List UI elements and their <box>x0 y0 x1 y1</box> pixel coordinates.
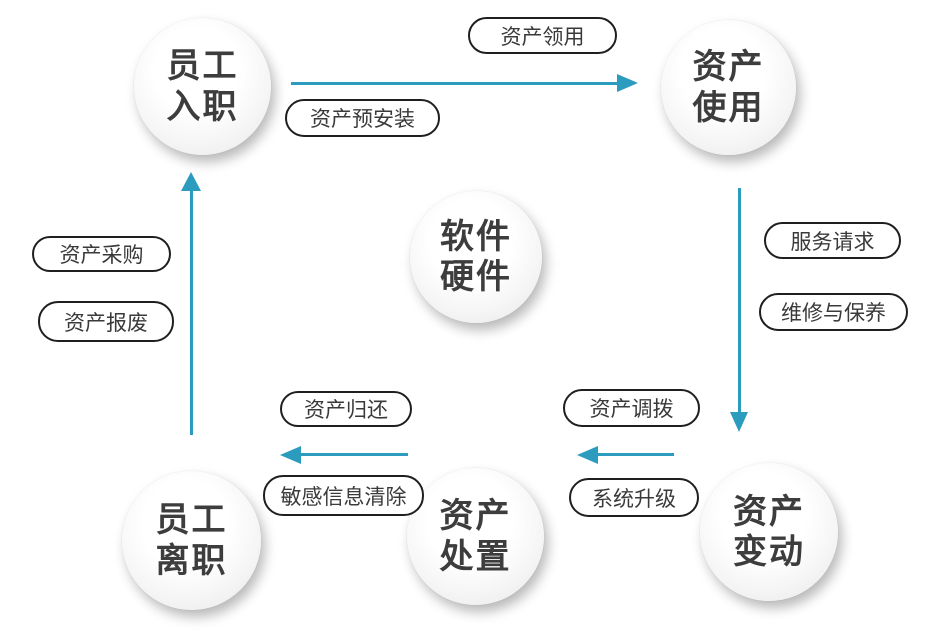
label-system-upgrade: 系统升级 <box>569 478 699 517</box>
node-asset-disposal: 资产 处置 <box>407 468 544 605</box>
arrow-line <box>291 82 618 85</box>
label-asset-collection: 资产领用 <box>468 17 617 54</box>
node-asset-change: 资产 变动 <box>700 463 838 601</box>
label-repair-maintenance: 维修与保养 <box>759 293 908 331</box>
node-label: 资产 <box>439 497 512 536</box>
label-sensitive-info-wipe: 敏感信息清除 <box>263 475 424 516</box>
arrow-head-down-icon <box>730 412 748 432</box>
arrow-line <box>597 453 674 456</box>
arrow-line <box>300 453 408 456</box>
node-label: 离职 <box>155 541 228 580</box>
node-label: 员工 <box>166 47 239 86</box>
label-asset-procurement: 资产采购 <box>32 236 171 272</box>
node-label: 资产 <box>692 48 765 87</box>
label-asset-return: 资产归还 <box>280 391 412 427</box>
arrow-head-up-icon <box>181 172 201 191</box>
node-label: 员工 <box>155 501 228 540</box>
node-label: 变动 <box>733 533 805 571</box>
node-label: 入职 <box>166 87 239 126</box>
node-employee-onboarding: 员工 入职 <box>134 18 271 155</box>
label-asset-scrap: 资产报废 <box>38 301 174 342</box>
arrow-line <box>190 190 193 435</box>
arrow-head-left-icon <box>577 446 598 464</box>
node-label: 软件 <box>440 217 512 256</box>
node-employee-departure: 员工 离职 <box>122 471 261 610</box>
arrow-head-left-icon <box>280 446 301 464</box>
node-label: 资产 <box>733 492 805 531</box>
node-software-hardware: 软件 硬件 <box>410 191 542 323</box>
node-label: 处置 <box>439 537 512 576</box>
node-asset-usage: 资产 使用 <box>661 20 796 155</box>
label-asset-preinstall: 资产预安装 <box>285 99 440 137</box>
label-asset-transfer: 资产调拨 <box>563 389 700 427</box>
label-service-request: 服务请求 <box>764 222 901 259</box>
node-label: 硬件 <box>440 258 512 296</box>
arrow-line <box>738 188 741 414</box>
arrow-head-right-icon <box>617 74 638 92</box>
node-label: 使用 <box>692 88 765 127</box>
